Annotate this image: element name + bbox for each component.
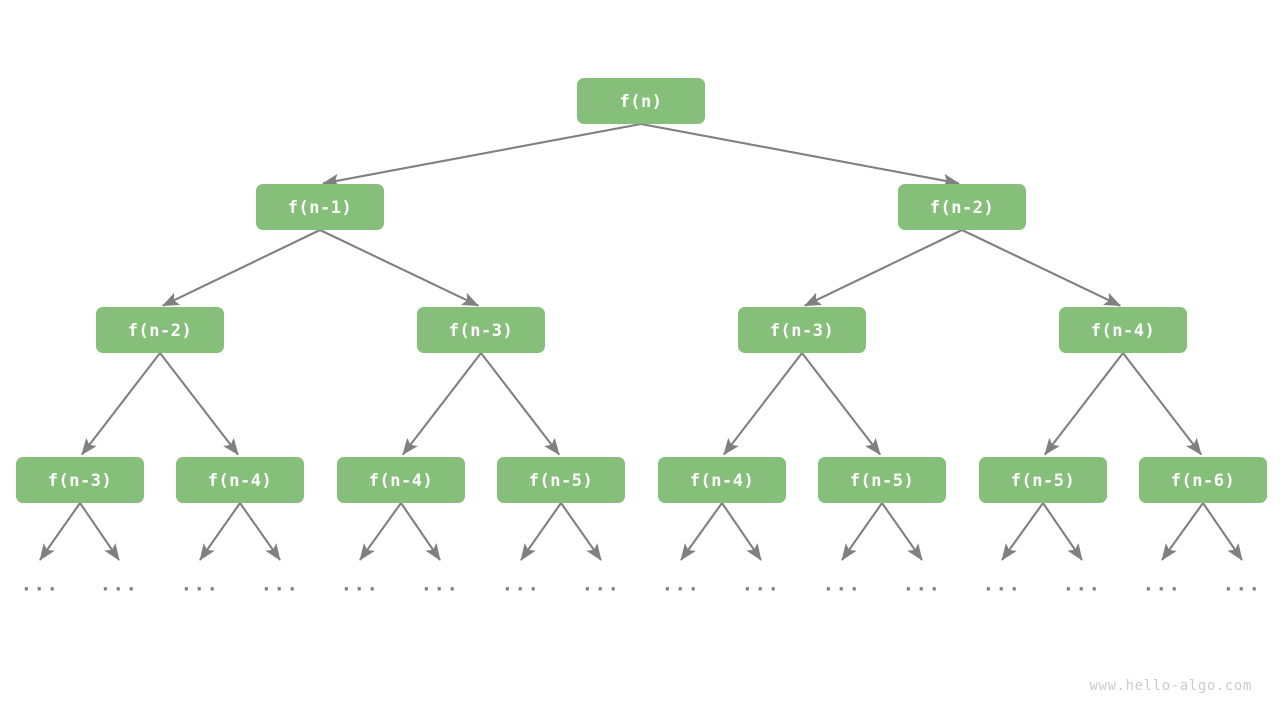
- edges-layer: [80, 122, 1203, 456]
- tree-node-box: [818, 457, 946, 503]
- ellipsis-marker: ...: [903, 574, 942, 596]
- ellipsis-marker: ...: [181, 574, 220, 596]
- tree-edge-stub: [1161, 502, 1204, 561]
- tree-node[interactable]: f(n-5): [497, 457, 625, 503]
- tree-node[interactable]: f(n-5): [818, 457, 946, 503]
- tree-edge-stub: [359, 502, 402, 561]
- tree-edge: [722, 352, 803, 456]
- ellipsis-marker: ...: [341, 574, 380, 596]
- tree-edge-stub: [39, 502, 81, 561]
- ellipsis-marker: ...: [421, 574, 460, 596]
- tree-edge: [803, 229, 963, 307]
- tree-node-label: f(n-3): [770, 321, 834, 341]
- tree-node-label: f(n-5): [529, 471, 593, 491]
- tree-edge-stub: [680, 502, 723, 561]
- tree-edge-stub: [841, 502, 883, 561]
- tree-node[interactable]: f(n): [577, 78, 705, 124]
- tree-node[interactable]: f(n-4): [1059, 307, 1187, 353]
- ellipses-layer: ........................................…: [21, 574, 1262, 596]
- tree-node[interactable]: f(n-4): [176, 457, 304, 503]
- ellipsis-marker: ...: [21, 574, 60, 596]
- tree-node[interactable]: f(n-3): [417, 307, 545, 353]
- tree-node[interactable]: f(n-5): [979, 457, 1107, 503]
- ellipsis-marker: ...: [823, 574, 862, 596]
- tree-edge: [401, 352, 482, 456]
- tree-edge: [801, 352, 882, 456]
- tree-edge-stub: [881, 502, 923, 561]
- tree-edge: [480, 352, 561, 456]
- tree-node-box: [577, 78, 705, 124]
- tree-edge: [322, 122, 642, 188]
- tree-edge: [319, 229, 480, 307]
- tree-node-box: [979, 457, 1107, 503]
- tree-node[interactable]: f(n-1): [256, 184, 384, 230]
- tree-node-label: f(n-4): [208, 471, 272, 491]
- tree-edge-stub: [1042, 502, 1083, 561]
- tree-node[interactable]: f(n-4): [658, 457, 786, 503]
- tree-edge: [80, 352, 161, 456]
- tree-node-box: [337, 457, 465, 503]
- tree-edge-stub: [721, 502, 762, 561]
- tree-edge-stub: [560, 502, 602, 561]
- tree-node-label: f(n-5): [850, 471, 914, 491]
- tree-node-box: [1059, 307, 1187, 353]
- ellipsis-marker: ...: [662, 574, 701, 596]
- tree-edge: [640, 122, 960, 188]
- tree-edge-stub: [1202, 502, 1243, 561]
- tree-node-label: f(n-1): [288, 198, 352, 218]
- tree-node[interactable]: f(n-3): [738, 307, 866, 353]
- tree-node[interactable]: f(n-4): [337, 457, 465, 503]
- tree-node-label: f(n-3): [48, 471, 112, 491]
- tree-node-box: [256, 184, 384, 230]
- tree-node-label: f(n-3): [449, 321, 513, 341]
- tree-node[interactable]: f(n-2): [898, 184, 1026, 230]
- tree-node-box: [898, 184, 1026, 230]
- tree-edge-stub: [1001, 502, 1044, 561]
- tree-node-box: [176, 457, 304, 503]
- ellipsis-marker: ...: [502, 574, 541, 596]
- ellipsis-marker: ...: [261, 574, 300, 596]
- tree-node-box: [658, 457, 786, 503]
- tree-node-label: f(n-2): [128, 321, 192, 341]
- nodes-layer: f(n) f(n-1) f(n-2) f(n-2) f(n-3) f(n-3) f(n-4)…: [16, 78, 1267, 503]
- tree-edge: [961, 229, 1122, 307]
- ellipsis-marker: ...: [742, 574, 781, 596]
- ellipsis-marker: ...: [1223, 574, 1262, 596]
- ellipsis-marker: ...: [100, 574, 139, 596]
- tree-node-box: [16, 457, 144, 503]
- watermark: www.hello-algo.com: [1089, 678, 1252, 694]
- tree-node-box: [497, 457, 625, 503]
- tree-edge: [1043, 352, 1124, 456]
- ellipsis-marker: ...: [1063, 574, 1102, 596]
- tree-node-label: f(n-6): [1171, 471, 1235, 491]
- ellipsis-marker: ...: [983, 574, 1022, 596]
- tree-node[interactable]: f(n-6): [1139, 457, 1267, 503]
- tree-node-box: [1139, 457, 1267, 503]
- leaf-stub-arrows-layer: [39, 502, 1243, 561]
- tree-node-label: f(n): [620, 92, 663, 112]
- tree-node-label: f(n-4): [1091, 321, 1155, 341]
- tree-node[interactable]: f(n-3): [16, 457, 144, 503]
- tree-node-label: f(n-4): [690, 471, 754, 491]
- tree-edge: [1122, 352, 1203, 456]
- tree-edge-stub: [199, 502, 241, 561]
- tree-node-box: [96, 307, 224, 353]
- tree-edge-stub: [239, 502, 281, 561]
- tree-edge-stub: [520, 502, 562, 561]
- tree-edge: [161, 229, 321, 307]
- tree-edge: [159, 352, 240, 456]
- tree-node[interactable]: f(n-2): [96, 307, 224, 353]
- tree-node-box: [417, 307, 545, 353]
- ellipsis-marker: ...: [1143, 574, 1182, 596]
- tree-edge-stub: [400, 502, 441, 561]
- ellipsis-marker: ...: [582, 574, 621, 596]
- tree-node-label: f(n-2): [930, 198, 994, 218]
- tree-edge-stub: [79, 502, 120, 561]
- tree-node-box: [738, 307, 866, 353]
- tree-node-label: f(n-4): [369, 471, 433, 491]
- tree-node-label: f(n-5): [1011, 471, 1075, 491]
